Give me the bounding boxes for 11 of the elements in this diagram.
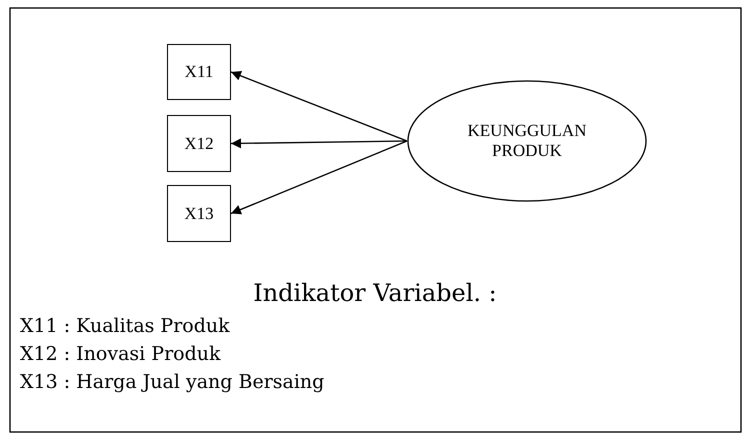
legend-entry: X12 : Inovasi Produk (20, 343, 221, 365)
arrow (230, 71, 408, 142)
indicator-box: X12 (167, 115, 231, 172)
arrow (231, 138, 407, 148)
legend-heading: Indikator Variabel. : (253, 279, 497, 307)
ellipse-node: KEUNGGULAN PRODUK (407, 80, 647, 202)
indicator-box: X11 (167, 44, 231, 100)
legend-entry: X13 : Harga Jual yang Bersaing (20, 371, 324, 393)
legend-entry: X11 : Kualitas Produk (20, 315, 230, 337)
arrow (230, 140, 408, 214)
indicator-box: X13 (167, 185, 231, 242)
